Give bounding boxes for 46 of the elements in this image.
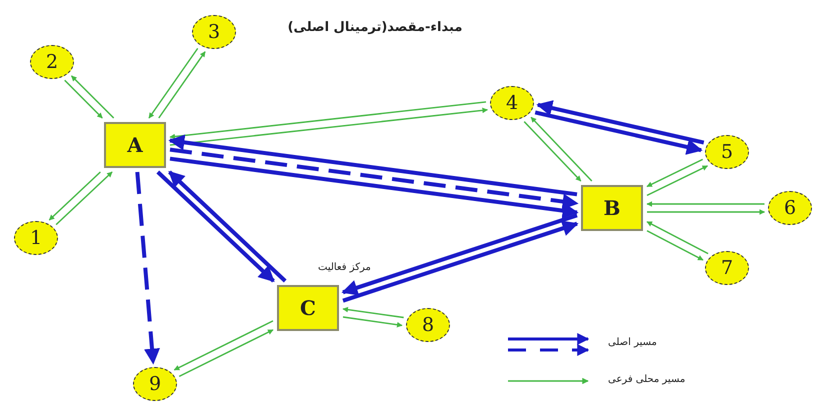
arrow [56,171,113,226]
arrow [534,110,703,155]
arrow [646,158,703,188]
diagram-title: مبداء-مقصد(ترمینال اصلی) [286,20,464,35]
arrow [174,320,274,371]
node-circle: 2 [30,45,74,79]
arrow [48,171,101,221]
arrow [342,316,403,328]
arrow [158,51,206,118]
legend-text: مسیر محلی فرعی [608,374,686,385]
node-circle: 6 [768,191,812,225]
node-circle: 9 [133,367,177,401]
arrow [646,201,764,207]
arrow [646,221,708,254]
node-circle: 5 [705,135,749,169]
arrow [148,48,198,118]
arrow [168,134,578,196]
arrow [170,156,579,219]
node-circle: 4 [490,86,534,120]
arrow [342,306,404,318]
arrow [536,100,704,145]
arrow [646,230,704,261]
arrow [156,170,275,282]
arrow [524,121,582,182]
arrow [647,209,766,215]
node-box: C [277,285,339,331]
arrow [342,220,579,303]
arrow [135,172,160,365]
arrow [170,148,579,210]
node-circle: 7 [705,251,749,285]
arrow [71,75,114,118]
arrow [168,170,287,282]
node-circle: 1 [14,221,58,255]
legend-text: مسیر اصلی [608,337,657,348]
arrow [530,116,592,182]
arrow [169,101,486,140]
node-circle: 3 [192,15,236,49]
arrow [170,108,488,146]
node-circle: 8 [406,308,450,342]
arrow [178,329,274,378]
node-caption: مرکز فعالیت [318,262,371,273]
arrow [64,80,103,118]
arrow [341,213,578,296]
node-box: B [581,185,643,231]
node-box: A [104,122,166,168]
arrow [646,165,708,196]
